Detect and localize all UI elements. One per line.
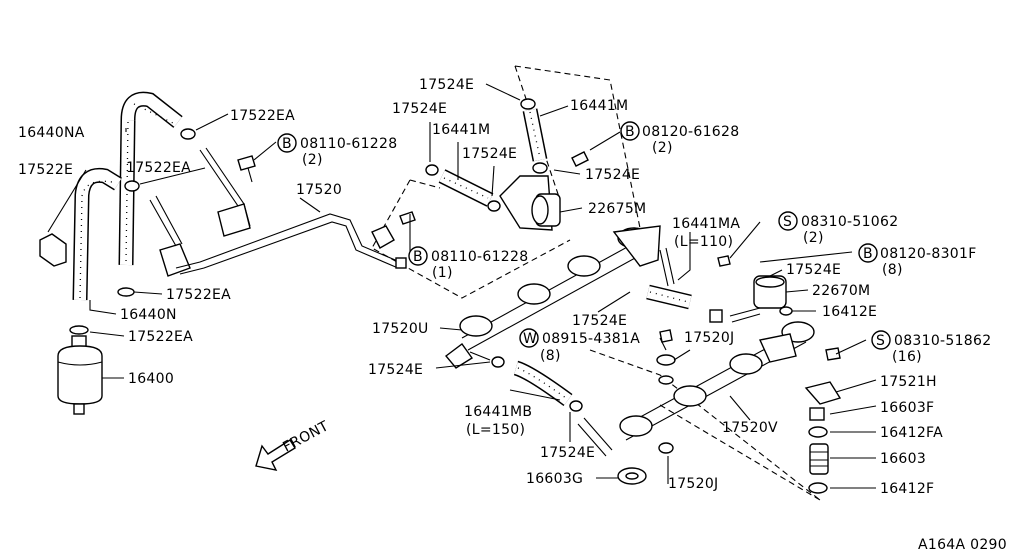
part-label-p49: 16441MB	[464, 404, 532, 420]
part-label-p6: 08120-61628	[642, 124, 739, 140]
part-label-p53: 17524E	[540, 445, 595, 461]
part-label-p13: B	[282, 136, 292, 152]
dashed-outline-lower	[589, 349, 821, 501]
part-label-p52: 16412FA	[880, 425, 943, 441]
part-label-p41: 17520J	[684, 330, 734, 346]
hose-16441MB	[491, 356, 613, 457]
part-label-p30: 17524E	[786, 262, 841, 278]
part-label-p18: 17520	[296, 182, 342, 198]
washers	[617, 306, 793, 485]
fuel-line-17520	[149, 147, 407, 277]
part-label-p9: 17524E	[585, 167, 640, 183]
pressure-regulator-22675M	[499, 175, 561, 231]
pressure-damper-22670M	[709, 275, 787, 323]
diagram-code: A164A 0290	[918, 537, 1007, 553]
hose-16441M-upper	[520, 98, 548, 174]
part-label-p35: 17520U	[372, 321, 429, 337]
part-label-p42: S	[876, 333, 885, 349]
fuel-injector-16603	[804, 381, 842, 494]
fuel-rail-17520U	[444, 225, 661, 369]
part-label-p47: 17521H	[880, 374, 937, 390]
part-label-p39: 08915-4381A	[542, 331, 640, 347]
part-label-p44: (16)	[892, 349, 922, 365]
bolt-type-badge-p5	[620, 121, 640, 141]
part-label-p12: 17522EA	[230, 108, 295, 124]
hose-16440NA	[118, 91, 183, 266]
bolt-type-badge-p27	[858, 243, 878, 263]
part-label-p10: 22675M	[588, 201, 646, 217]
front-direction-label: FRONT	[280, 418, 331, 455]
part-label-p50: (L=150)	[466, 422, 525, 438]
part-label-p11: 16440NA	[18, 125, 85, 141]
part-label-p20: (L=110)	[674, 234, 733, 250]
hose-16441MA	[646, 247, 692, 310]
part-label-p4: 16441M	[432, 122, 490, 138]
drawing	[39, 65, 877, 501]
fuel-rail-17520V	[619, 321, 815, 441]
part-label-p26: (1)	[432, 265, 453, 281]
bolt-type-badge-p38	[519, 328, 539, 348]
hose-clamps-left	[69, 128, 196, 335]
bolt-type-badge-p42	[871, 330, 891, 350]
part-label-p22: 08310-51062	[801, 214, 898, 230]
leader-lines	[47, 83, 877, 489]
part-label-p2: 16441M	[570, 98, 628, 114]
part-label-p31: 22670M	[812, 283, 870, 299]
part-label-p54: 16603	[880, 451, 926, 467]
part-label-p5: B	[625, 124, 635, 140]
part-label-p34: 16440N	[120, 307, 177, 323]
part-label-p56: 17520J	[668, 476, 718, 492]
part-label-p55: 16603G	[526, 471, 583, 487]
bolt-type-badge-p24	[408, 246, 428, 266]
dashed-outline-left	[371, 179, 571, 299]
part-label-p23: (2)	[803, 230, 824, 246]
bracket-17522E	[39, 233, 67, 267]
hose-16441M-lower	[425, 164, 501, 212]
part-label-p16: 17522E	[18, 162, 73, 178]
part-label-p15: (2)	[302, 152, 323, 168]
part-label-p45: 16400	[128, 371, 174, 387]
part-label-p24: B	[413, 249, 423, 265]
part-label-p3: 17524E	[392, 101, 447, 117]
part-label-p8: 17524E	[462, 146, 517, 162]
bolt-type-badge-p13	[277, 133, 297, 153]
part-label-p32: 17522EA	[166, 287, 231, 303]
part-label-p29: (8)	[882, 262, 903, 278]
part-label-p33: 16412E	[822, 304, 877, 320]
part-label-p48: 16603F	[880, 400, 934, 416]
part-label-p21: S	[783, 214, 792, 230]
part-label-p19: 16441MA	[672, 216, 740, 232]
part-label-p17: 17522EA	[126, 160, 191, 176]
part-label-p7: (2)	[652, 140, 673, 156]
bolt-type-badge-p21	[778, 211, 798, 231]
bolts	[237, 151, 841, 361]
part-label-p37: 17522EA	[128, 329, 193, 345]
part-label-p57: 16412F	[880, 481, 934, 497]
part-labels: 17524E 16441M 17524E 16441M B 08120-6162…	[18, 77, 1007, 553]
part-label-p46: 17524E	[368, 362, 423, 378]
front-arrow-icon	[255, 439, 296, 471]
part-label-p51: 17520V	[722, 420, 778, 436]
part-label-p36: 17524E	[572, 313, 627, 329]
part-label-p25: 08110-61228	[431, 249, 528, 265]
part-label-p43: 08310-51862	[894, 333, 991, 349]
part-label-p14: 08110-61228	[300, 136, 397, 152]
hose-16440N	[72, 167, 122, 301]
part-label-p40: (8)	[540, 348, 561, 364]
part-label-p27: B	[863, 246, 873, 262]
part-label-p1: 17524E	[419, 77, 474, 93]
part-label-p38: W	[523, 331, 537, 347]
part-label-p28: 08120-8301F	[880, 246, 977, 262]
fuel-filter-16400	[57, 335, 103, 415]
